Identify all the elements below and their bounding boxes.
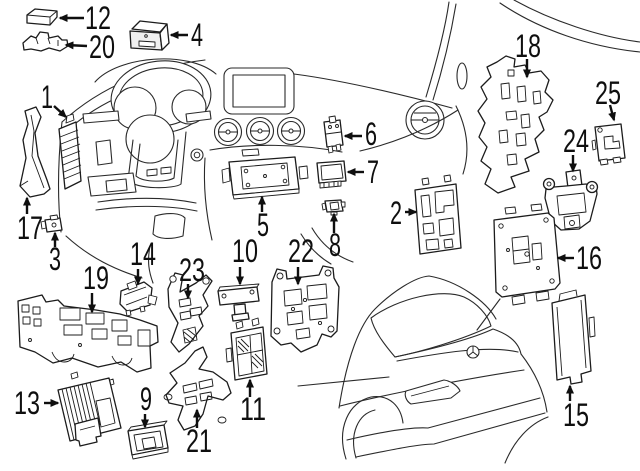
part-18-drawing [477,55,554,194]
part-8-drawing [321,199,346,216]
callout-arrow-1 [53,105,68,119]
callout-number-2: 2 [390,195,402,231]
steering-airbag-pad [125,114,175,164]
callout-number-9: 9 [140,381,152,417]
part-2-drawing [414,174,462,255]
callout-arrow-25 [608,104,616,122]
part-4-drawing [129,20,170,51]
callout-number-4: 4 [191,17,203,53]
leader-line-trunk [476,298,501,331]
part-14-drawing [119,280,158,317]
part-12-drawing [26,8,58,26]
leader-line-left [297,376,390,387]
callout-number-12: 12 [85,0,111,36]
callout-number-1: 1 [41,79,53,115]
part-11-drawing [225,317,268,381]
part-22-drawing [270,265,340,353]
part-5-drawing [221,148,309,200]
door-handle [456,62,468,90]
part-7-drawing [316,160,347,189]
callout-number-23: 23 [179,252,205,288]
part-17-drawing [19,106,51,198]
callout-number-18: 18 [515,28,541,64]
side-vent [405,100,445,140]
callout-number-20: 20 [89,29,115,65]
part-3-drawing [40,214,63,233]
callout-number-7: 7 [367,154,379,190]
stalk-right [185,110,212,123]
part-15-drawing [551,289,596,385]
center-vents [213,116,306,147]
callout-number-21: 21 [186,423,212,459]
callout-number-11: 11 [240,391,266,427]
callout-number-5: 5 [257,207,269,243]
taillight [404,379,461,405]
rear-window [370,293,492,358]
start-button [190,148,204,162]
callout-number-14: 14 [130,236,156,272]
wheel-arch [342,396,404,460]
callout-number-15: 15 [563,397,589,433]
part-9-drawing [127,420,169,460]
rear-car-illustration [297,275,549,464]
dash-switch-panel [95,139,113,166]
part-21-drawing [163,346,232,431]
callout-number-16: 16 [576,240,602,276]
callout-arrow-20 [64,41,88,50]
part-1-drawing [58,113,82,190]
console-tray [152,213,186,239]
callout-number-25: 25 [595,75,621,111]
part-20-drawing [22,31,69,52]
part-6-drawing [323,115,344,154]
callout-number-22: 22 [288,233,314,269]
cluster-hood [94,58,217,83]
stalk-left [82,110,120,124]
part-16-drawing [493,203,561,306]
part-19-drawing [17,294,159,373]
callout-number-3: 3 [49,241,61,277]
callout-number-24: 24 [563,123,589,159]
callout-layer: 1234567891011121314151617181920212223242… [14,0,621,459]
part-13-drawing [57,371,122,447]
part-10-drawing [217,283,260,322]
callout-number-19: 19 [83,260,109,296]
callout-number-13: 13 [14,385,40,421]
callout-number-6: 6 [365,116,377,152]
callout-number-17: 17 [17,210,43,246]
callout-number-10: 10 [232,233,258,269]
callout-number-8: 8 [329,227,341,263]
part-23-drawing [167,272,213,353]
part-25-drawing [591,123,626,166]
cockpit-illustration [57,0,640,284]
